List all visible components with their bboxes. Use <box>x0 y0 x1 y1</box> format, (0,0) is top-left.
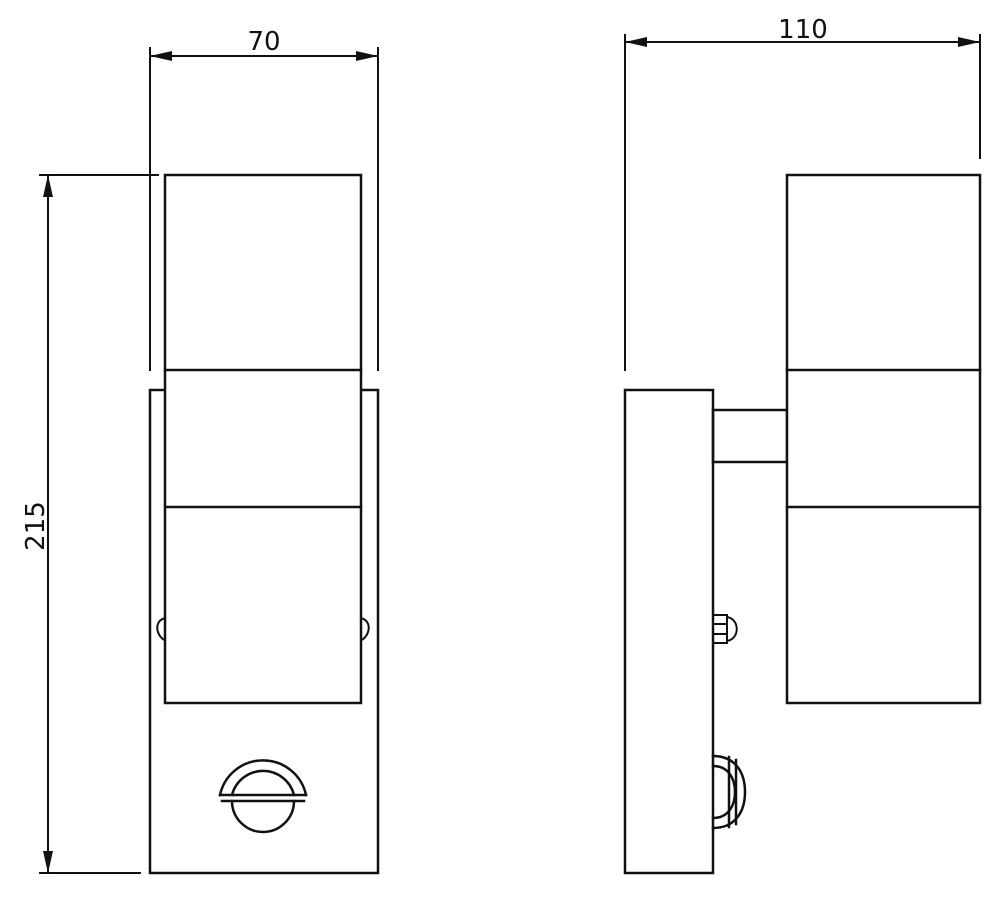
side-motion-sensor-icon <box>711 754 747 830</box>
dimension-width-front: 70 <box>149 27 379 371</box>
side-screw-icon <box>712 614 738 644</box>
front-screw-left-icon <box>156 616 167 642</box>
dimension-depth-side: 110 <box>624 15 981 371</box>
side-wall-plate <box>623 388 715 875</box>
front-lamp-body <box>163 173 363 705</box>
side-lamp-body <box>785 173 982 705</box>
side-view <box>623 173 982 875</box>
dimension-depth-label: 110 <box>778 15 828 45</box>
front-motion-sensor-icon <box>218 759 308 834</box>
dimension-width-label: 70 <box>247 27 280 57</box>
front-view <box>148 173 380 875</box>
dimension-height: 215 <box>21 174 159 874</box>
dimension-height-label: 215 <box>21 501 51 551</box>
front-screw-right-icon <box>359 616 370 642</box>
side-arm <box>711 408 789 464</box>
